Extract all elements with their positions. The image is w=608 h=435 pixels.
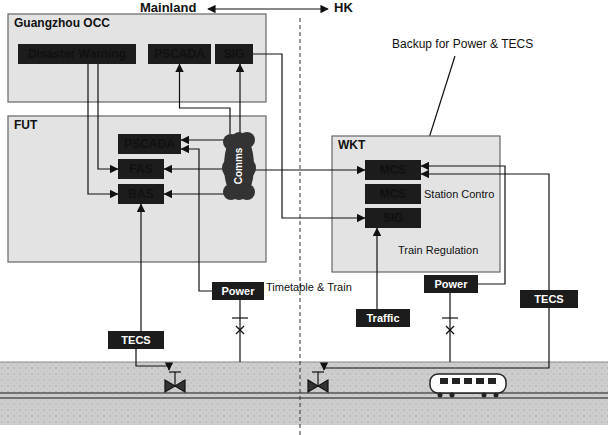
node-text: TECS xyxy=(534,293,563,306)
system-box: PSCADA xyxy=(148,44,211,64)
connector xyxy=(164,168,226,169)
system-box: SIG xyxy=(215,44,253,64)
comms-cloud: Comms xyxy=(222,128,256,204)
train xyxy=(430,374,506,398)
node-text: Guangzhou OCC xyxy=(14,16,260,31)
connector xyxy=(253,54,365,218)
node-text: Traffic xyxy=(366,312,399,325)
tecs-wire xyxy=(136,349,169,370)
node-text: MCS xyxy=(380,187,407,202)
power-switch xyxy=(442,293,458,362)
system-box: PSCADA xyxy=(118,134,181,154)
connector xyxy=(140,204,141,331)
node-text: WKT xyxy=(338,138,494,153)
node-text: SIG xyxy=(383,211,404,226)
node-text: PSCADA xyxy=(124,137,175,152)
system-box: Power xyxy=(212,282,264,300)
group-ground xyxy=(8,116,266,262)
direction-arrow xyxy=(208,8,328,9)
node-text: FAS xyxy=(129,162,152,177)
system-box: MCS xyxy=(365,160,421,180)
system-box: MCS xyxy=(365,184,421,204)
node-text: Disaster Warning xyxy=(28,47,126,62)
tecs-wire xyxy=(324,308,549,370)
group-ground xyxy=(8,14,266,102)
annotation-label: Timetable & Train xyxy=(266,281,352,294)
rail xyxy=(0,397,608,399)
node-text: MCS xyxy=(380,163,407,178)
valve-symbol xyxy=(308,372,328,392)
node-text: SIG xyxy=(224,47,245,62)
connector xyxy=(181,139,226,140)
system-box: TECS xyxy=(108,331,164,349)
node-text: Power xyxy=(221,285,254,298)
group-ground xyxy=(332,136,500,272)
connector xyxy=(181,149,212,291)
connector xyxy=(421,166,505,284)
node-text: Comms xyxy=(233,148,245,185)
annotation-label: Backup for Power & TECS xyxy=(392,38,533,51)
annotation-label: Train Regulation xyxy=(398,244,478,257)
node-text: TECS xyxy=(121,334,150,347)
track-edge xyxy=(0,362,608,363)
system-box: FAS xyxy=(118,159,164,179)
system-box: SIG xyxy=(365,208,421,228)
annotation-label: HK xyxy=(334,1,353,14)
border-line xyxy=(300,18,301,435)
connector xyxy=(252,169,365,170)
power-switch xyxy=(232,300,248,362)
system-box: Traffic xyxy=(356,309,410,327)
system-box: Power xyxy=(424,275,478,293)
node-text: BAS xyxy=(128,187,153,202)
system-box: Disaster Warning xyxy=(18,44,136,64)
connector xyxy=(164,193,228,194)
valve-symbol xyxy=(165,372,185,392)
connector xyxy=(421,174,549,290)
system-box: BAS xyxy=(118,184,164,204)
node-text: FUT xyxy=(14,118,260,133)
annotation-label: Mainland xyxy=(140,1,196,14)
system-box: TECS xyxy=(520,290,578,308)
rail xyxy=(0,392,608,394)
connector xyxy=(88,64,118,194)
connector xyxy=(376,228,377,309)
annotation-label: Station Contro xyxy=(424,188,494,201)
site-group: Guangzhou OCC Disaster Warning PSCADA SIG xyxy=(8,14,266,102)
track-bed xyxy=(0,362,608,425)
node-text: Power xyxy=(434,278,467,291)
node-text: PSCADA xyxy=(154,47,205,62)
connector xyxy=(239,64,240,134)
connector xyxy=(98,64,118,169)
connector xyxy=(180,64,231,134)
